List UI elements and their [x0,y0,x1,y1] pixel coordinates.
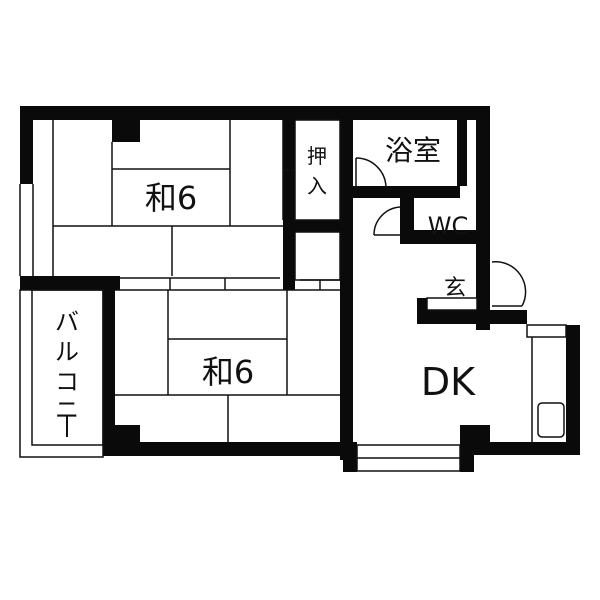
room-label-bathroom: 浴室 [385,134,441,167]
balcony [19,289,104,458]
svg-text:コ: コ [55,368,79,396]
svg-text:バ: バ [55,308,79,336]
window-bottom [356,444,461,472]
room-label-toilet: WC [428,212,469,240]
svg-text:ル: ル [55,338,79,366]
walls [20,106,580,472]
doors [355,157,527,311]
svg-text:入: 入 [307,174,327,198]
tatami-upper [19,120,295,276]
kitchen-counter [526,324,567,442]
room-label-oshiire: 押 [307,144,327,168]
oshiire-area [294,119,341,290]
room-label-dk: DK [421,360,476,404]
room-label-washitsu-upper: 和6 [145,179,197,217]
room-label-balcony: バ ル コ ニ [55,308,79,437]
tatami-lower [115,277,340,442]
room-label-entrance: 玄 [444,276,466,301]
room-label-washitsu-lower: 和6 [202,353,254,391]
